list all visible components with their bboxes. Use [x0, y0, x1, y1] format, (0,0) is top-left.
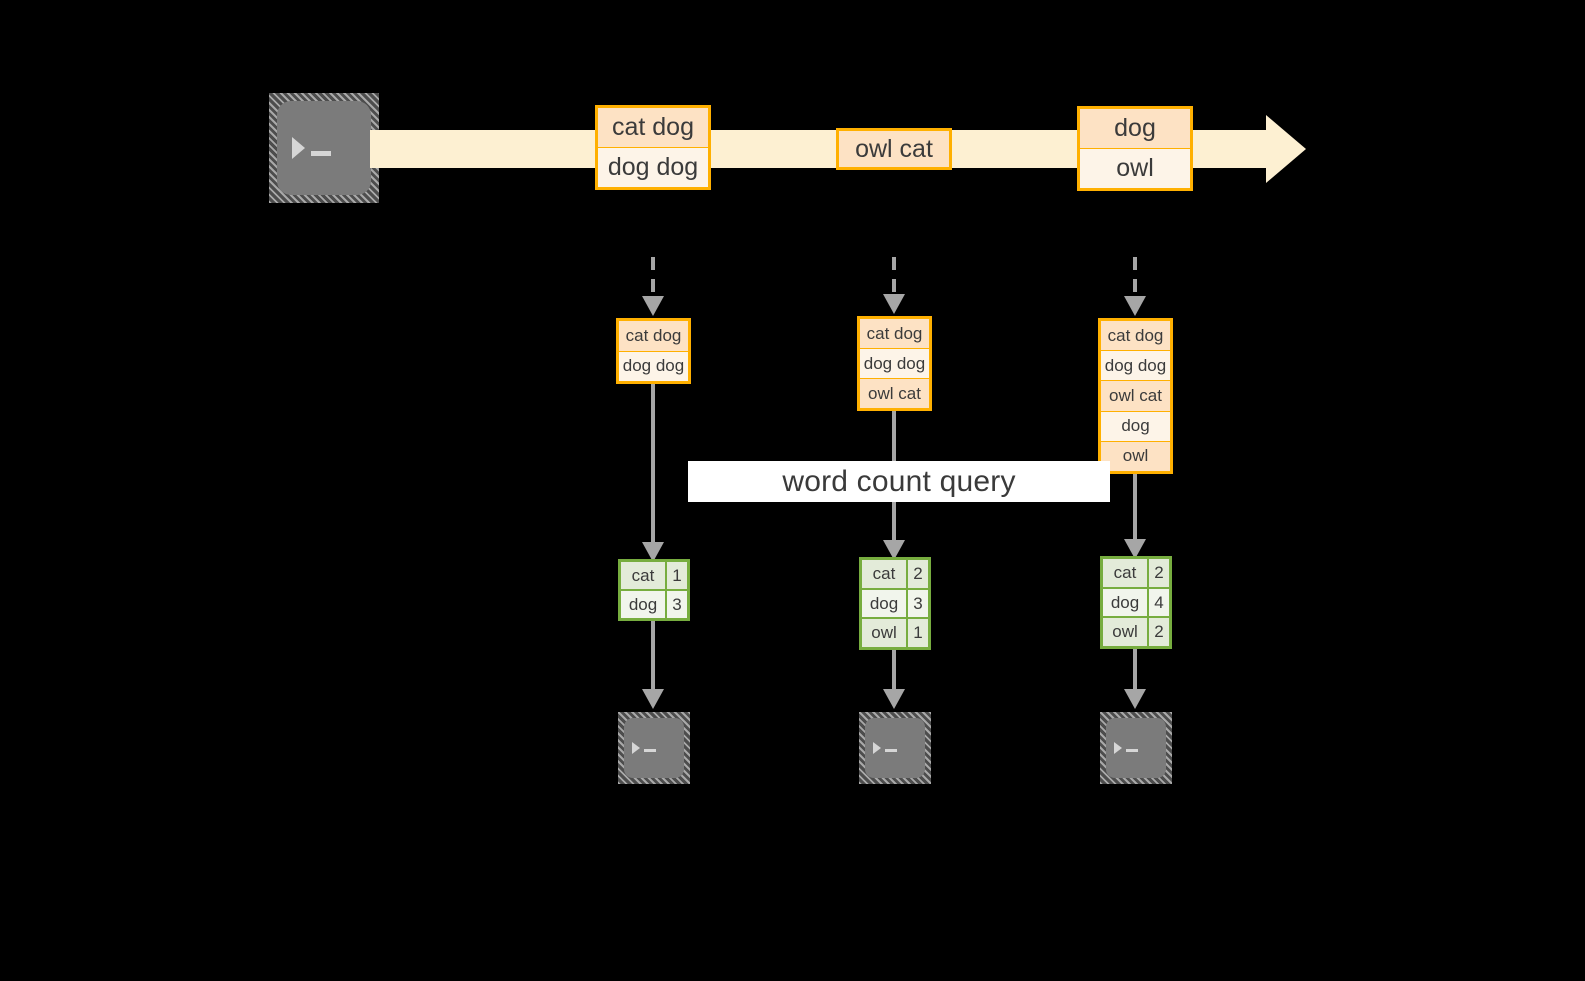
snapshot-row: cat dog [619, 321, 688, 352]
snapshot-trigger-arrowhead [883, 294, 905, 314]
sink-flow-line [651, 621, 655, 696]
table-row: owl 2 [1103, 618, 1169, 647]
underscore-cursor-icon [311, 151, 332, 156]
sink-flow-line [892, 650, 896, 696]
sink-flow-arrowhead [642, 689, 664, 709]
snapshot-row: cat dog [1101, 321, 1170, 352]
stream-arrowhead-icon [1266, 115, 1306, 183]
terminal-prompt-icon [632, 742, 657, 754]
snapshot-row: dog dog [619, 351, 688, 381]
chevron-right-icon [632, 742, 641, 754]
table-cell-word: owl [862, 619, 908, 648]
result-table: cat 2 dog 3 owl 1 [859, 557, 931, 650]
result-table: cat 2 dog 4 owl 2 [1100, 556, 1172, 649]
table-cell-count: 1 [908, 619, 928, 648]
event-line: cat dog [598, 108, 708, 148]
query-flow-line [1133, 474, 1137, 546]
snapshot-row: cat dog [860, 319, 929, 349]
terminal-screen [865, 718, 925, 778]
table-cell-count: 3 [908, 589, 928, 618]
underscore-cursor-icon [644, 749, 657, 752]
terminal-screen [1106, 718, 1166, 778]
sink-terminal-icon [859, 712, 931, 784]
source-terminal-icon [269, 93, 379, 203]
stream-event-box: cat dog dog dog [595, 105, 711, 190]
snapshot-row: dog dog [860, 349, 929, 379]
chevron-right-icon [1114, 742, 1123, 754]
snapshot-trigger-arrowhead [1124, 296, 1146, 316]
event-line: dog [1080, 109, 1190, 149]
table-cell-count: 3 [667, 591, 687, 618]
snapshot-trigger-line [1133, 257, 1137, 301]
table-cell-count: 2 [908, 560, 928, 588]
sink-flow-arrowhead [883, 689, 905, 709]
event-line: owl cat [839, 131, 949, 167]
snapshot-trigger-arrowhead [642, 296, 664, 316]
query-label: word count query [688, 461, 1110, 502]
terminal-screen [624, 718, 684, 778]
table-row: dog 4 [1103, 588, 1169, 619]
terminal-screen [277, 101, 371, 195]
snapshot-row: owl cat [1101, 381, 1170, 412]
sink-terminal-icon [618, 712, 690, 784]
stream-event-box: dog owl [1077, 106, 1193, 191]
table-cell-count: 2 [1149, 559, 1169, 587]
chevron-right-icon [292, 137, 306, 159]
query-flow-arrowhead [642, 542, 664, 562]
snapshot-row: owl [1101, 441, 1170, 472]
table-cell-word: dog [621, 591, 667, 618]
snapshot-row: dog dog [1101, 351, 1170, 382]
snapshot-box: cat dog dog dog [616, 318, 691, 384]
query-flow-arrowhead [883, 540, 905, 560]
snapshot-box: cat dog dog dog owl cat dog owl [1098, 318, 1173, 474]
sink-flow-line [1133, 649, 1137, 696]
snapshot-row: owl cat [860, 379, 929, 408]
sink-flow-arrowhead [1124, 689, 1146, 709]
event-line: dog dog [598, 148, 708, 187]
snapshot-trigger-line [651, 257, 655, 301]
table-cell-word: dog [1103, 588, 1149, 617]
table-row: cat 2 [862, 560, 928, 590]
table-cell-word: cat [1103, 559, 1149, 587]
snapshot-box: cat dog dog dog owl cat [857, 316, 932, 411]
table-row: dog 3 [862, 589, 928, 620]
query-flow-arrowhead [1124, 539, 1146, 559]
table-row: dog 3 [621, 591, 687, 618]
stream-event-box: owl cat [836, 128, 952, 170]
table-cell-count: 1 [667, 562, 687, 589]
table-cell-count: 4 [1149, 588, 1169, 617]
table-row: cat 2 [1103, 559, 1169, 589]
table-cell-word: cat [621, 562, 667, 589]
query-flow-line [651, 384, 655, 549]
chevron-right-icon [873, 742, 882, 754]
terminal-prompt-icon [873, 742, 898, 754]
table-row: owl 1 [862, 619, 928, 648]
table-cell-word: owl [1103, 618, 1149, 647]
underscore-cursor-icon [885, 749, 898, 752]
snapshot-row: dog [1101, 411, 1170, 442]
snapshot-trigger-line [892, 257, 896, 299]
table-row: cat 1 [621, 562, 687, 591]
table-cell-count: 2 [1149, 618, 1169, 647]
result-table: cat 1 dog 3 [618, 559, 690, 621]
terminal-prompt-icon [292, 137, 332, 159]
table-cell-word: dog [862, 589, 908, 618]
underscore-cursor-icon [1126, 749, 1139, 752]
event-line: owl [1080, 149, 1190, 188]
terminal-prompt-icon [1114, 742, 1139, 754]
table-cell-word: cat [862, 560, 908, 588]
sink-terminal-icon [1100, 712, 1172, 784]
